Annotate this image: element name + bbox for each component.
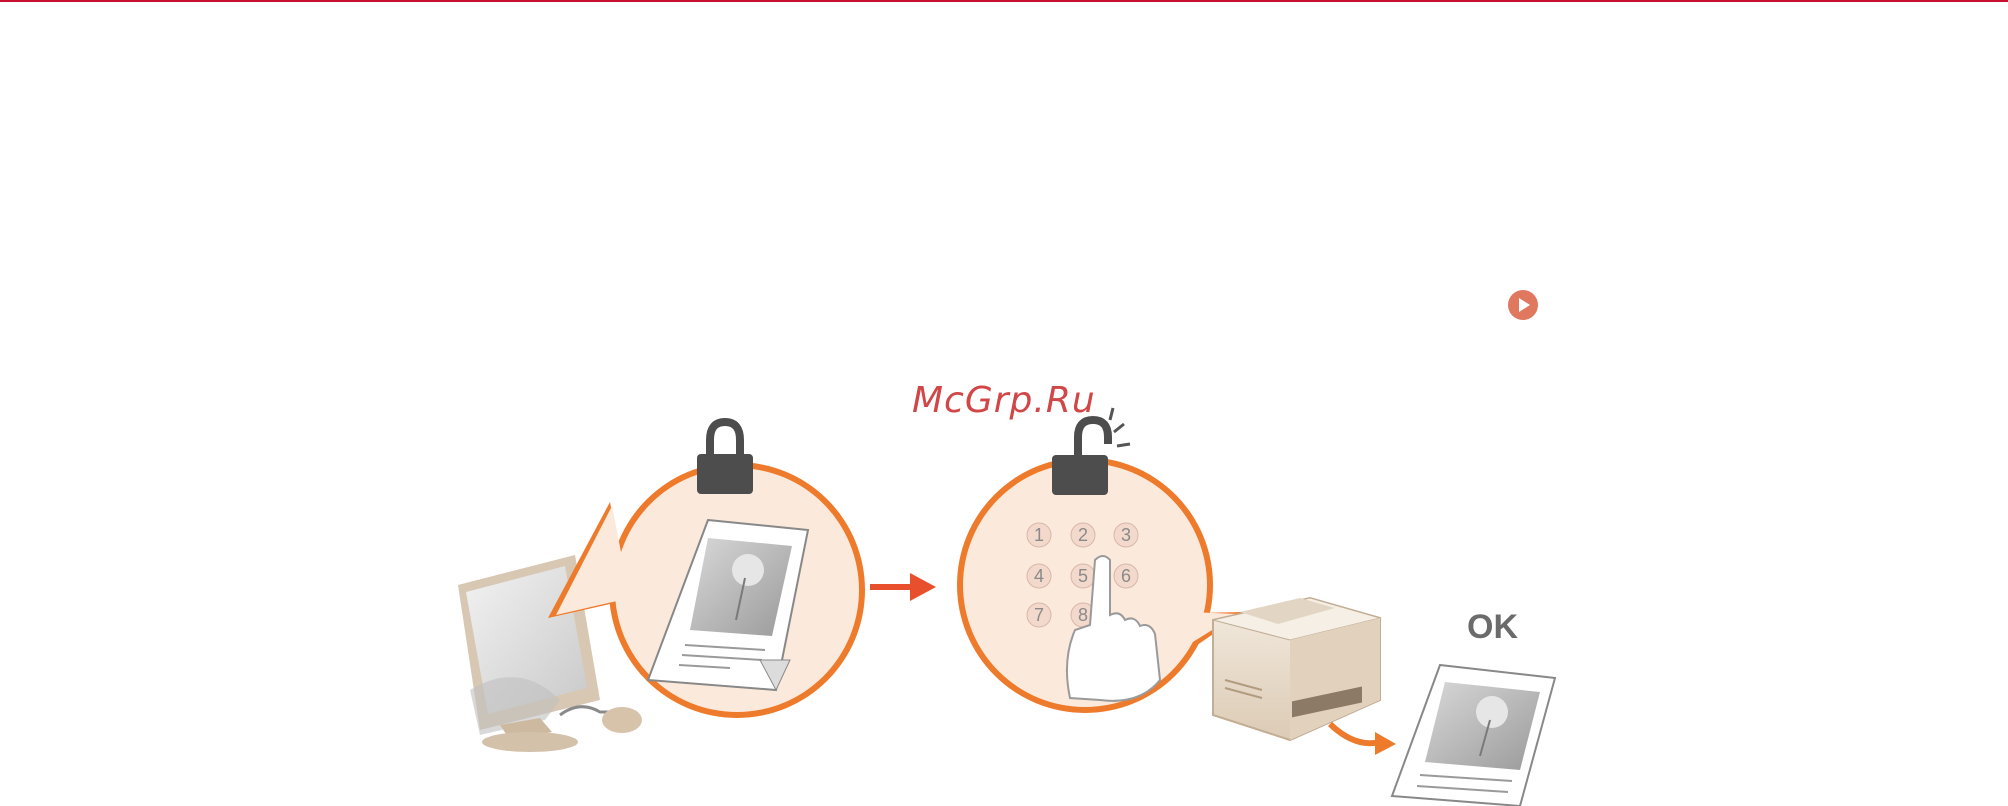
keypad-key: 1 — [1034, 525, 1044, 545]
keypad-key: 8 — [1078, 605, 1088, 625]
keypad-key: 3 — [1121, 525, 1131, 545]
keypad-key: 6 — [1121, 566, 1131, 586]
output-arrow-icon — [1330, 724, 1380, 743]
arrow-right-icon — [870, 573, 936, 601]
keypad-bubble: 1 2 3 4 5 6 7 8 — [957, 457, 1245, 713]
keypad-key: 5 — [1078, 566, 1088, 586]
printer-icon — [1213, 598, 1380, 740]
printed-document-icon — [1392, 665, 1555, 806]
padlock-closed-icon — [697, 422, 753, 494]
keypad-key: 2 — [1078, 525, 1088, 545]
watermark-text: McGrp.Ru — [912, 380, 1096, 421]
mouse-icon — [602, 707, 642, 733]
ok-label: OK — [1467, 608, 1518, 647]
keypad-key: 7 — [1034, 605, 1044, 625]
keypad-key: 4 — [1034, 566, 1044, 586]
